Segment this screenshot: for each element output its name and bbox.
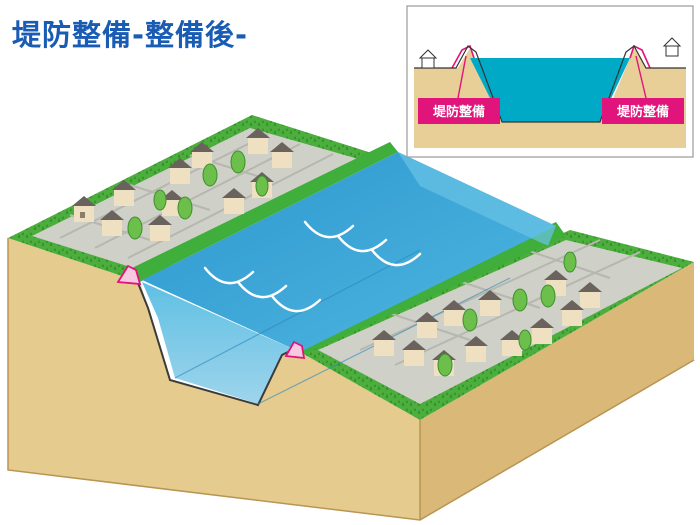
inset-cross-section: 堤防整備 堤防整備 — [406, 5, 694, 158]
levee-marker-right — [284, 340, 306, 360]
houses-left — [72, 128, 294, 241]
svg-text:堤防整備: 堤防整備 — [433, 104, 485, 120]
houses-right — [372, 251, 602, 377]
levee-label-right: 堤防整備 — [602, 98, 684, 124]
inset-house-right — [662, 37, 682, 57]
levee-label-left: 堤防整備 — [418, 98, 500, 124]
inset-house-left — [418, 49, 438, 69]
page-title: 堤防整備-整備後- — [12, 18, 249, 52]
wave-marks — [203, 220, 422, 313]
svg-text:堤防整備: 堤防整備 — [617, 104, 669, 120]
soil-block — [7, 238, 695, 521]
levee-marker-left — [116, 264, 142, 286]
river — [131, 142, 566, 407]
